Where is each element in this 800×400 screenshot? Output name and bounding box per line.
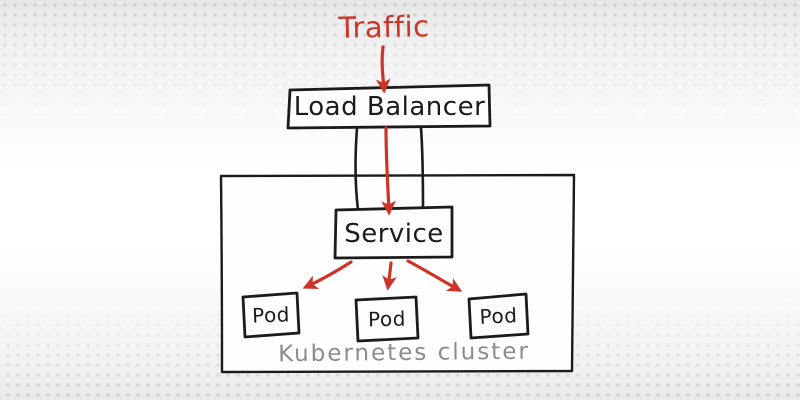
pod-2-label: Pod xyxy=(367,306,407,332)
lb-service-connector-left xyxy=(354,126,360,212)
traffic-label: Traffic xyxy=(338,9,430,45)
kubernetes-cluster-label: Kubernetes cluster xyxy=(277,338,530,368)
traffic-to-lb-arrow xyxy=(375,45,391,94)
pod-1-label: Pod xyxy=(251,302,291,328)
lb-to-service-arrow xyxy=(381,126,396,216)
service-to-pod1-arrow xyxy=(302,260,353,289)
service-to-pod3-arrow xyxy=(406,259,463,292)
service-to-pod2-arrow xyxy=(382,261,397,291)
pod-box-1-outline xyxy=(241,291,301,339)
load-balancer-label: Load Balancer xyxy=(293,92,486,122)
pod-3-label: Pod xyxy=(479,303,518,329)
pod-box-2-outline xyxy=(354,295,420,343)
lb-service-connector-right xyxy=(419,126,425,212)
pod-box-3-outline xyxy=(467,292,530,340)
service-box-outline xyxy=(333,205,454,260)
service-label: Service xyxy=(344,218,444,249)
load-balancer-box-outline xyxy=(286,83,492,130)
